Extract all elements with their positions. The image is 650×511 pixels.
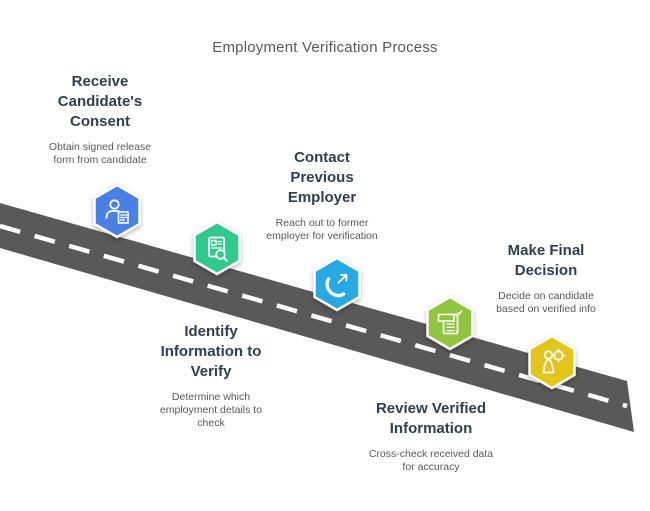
step-heading: Make Final Decision [507, 242, 585, 279]
road-centerline [0, 223, 628, 409]
milestone-hexagon [193, 220, 241, 276]
step-heading: Contact Previous Employer [287, 149, 357, 206]
step-block: Receive Candidate's Consent Obtain signe… [40, 72, 160, 167]
step-block: Review Verified Information Cross-check … [365, 399, 497, 474]
milestone-hexagon [93, 183, 141, 239]
document-search-icon [208, 236, 228, 262]
step-description: Decide on candidate based on verified in… [496, 290, 596, 315]
step-heading: Review Verified Information [375, 400, 487, 437]
step-heading: Receive Candidate's Consent [57, 73, 143, 130]
step-block: Make Final Decision Decide on candidate … [486, 241, 606, 316]
step-heading: Identify Information to Verify [160, 323, 262, 380]
hexagon-shape [313, 256, 361, 312]
milestone-hexagon [528, 334, 576, 390]
step-description: Determine which employment details to ch… [159, 391, 263, 429]
step-description: Cross-check received data for accuracy [368, 448, 494, 473]
step-block: Contact Previous Employer Reach out to f… [261, 148, 383, 243]
milestone-hexagon [313, 256, 361, 312]
step-description: Reach out to former employer for verific… [266, 217, 378, 242]
person-consent-icon [105, 199, 129, 224]
phone-outgoing-icon [325, 273, 348, 298]
form-check-icon [437, 310, 463, 335]
hexagon-shape [426, 295, 474, 351]
candidate-target-icon [542, 348, 566, 374]
diagram-title: Employment Verification Process [212, 39, 438, 56]
milestone-hexagon [426, 295, 474, 351]
step-block: Identify Information to Verify Determine… [152, 322, 270, 430]
step-description: Obtain signed release form from candidat… [48, 141, 152, 166]
hexagon-shape [528, 334, 576, 390]
